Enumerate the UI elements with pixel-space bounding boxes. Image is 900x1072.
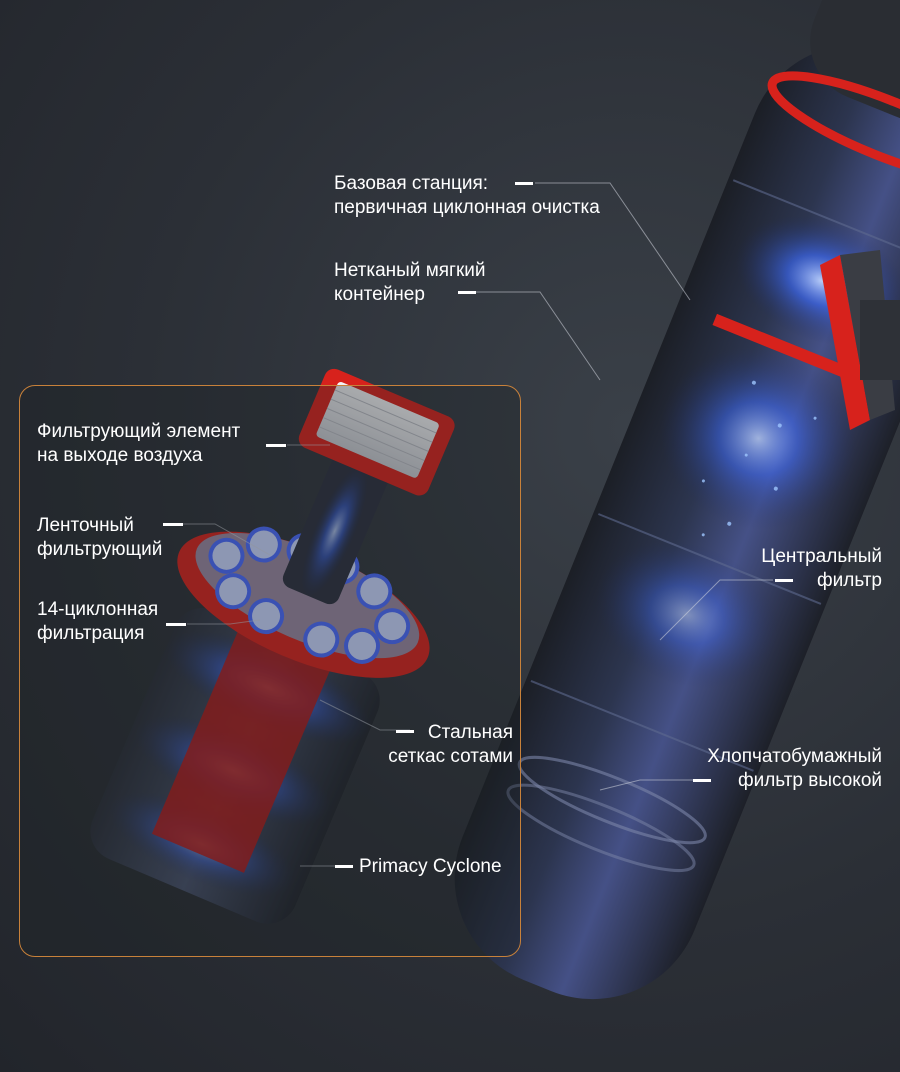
leader-lines	[183, 182, 773, 867]
dash-cyclone-14	[166, 623, 186, 626]
dash-central-filter	[775, 579, 793, 582]
dash-nonwoven-container	[458, 291, 476, 294]
handle	[820, 250, 900, 430]
inset-frame	[19, 385, 521, 957]
label-base-station: Базовая станция: первичная циклонная очи…	[334, 173, 600, 218]
label-exhaust-filter: Фильтрующий элемент на выходе воздуха	[37, 421, 241, 466]
dash-base-station	[515, 182, 533, 185]
dash-ribbon-filter	[163, 523, 183, 526]
label-steel-mesh: Стальная сеткас сотами	[388, 722, 513, 767]
label-primacy-cyclone: Primacy Cyclone	[359, 856, 502, 877]
label-central-filter: Центральный фильтр	[761, 546, 882, 591]
label-cotton-filter: Хлопчатобумажный фильтр высокой	[707, 746, 882, 791]
label-cyclone-14: 14-циклонная фильтрация	[37, 599, 159, 644]
cyclone-bin-cutaway	[90, 368, 455, 924]
dash-primacy-cyclone	[335, 865, 353, 868]
label-nonwoven-container: Нетканый мягкий контейнер	[334, 260, 486, 305]
dash-cotton-filter	[693, 779, 711, 782]
label-ribbon-filter: Ленточный фильтрующий	[37, 515, 163, 560]
dash-exhaust-filter	[266, 444, 286, 447]
dash-steel-mesh	[396, 730, 414, 733]
